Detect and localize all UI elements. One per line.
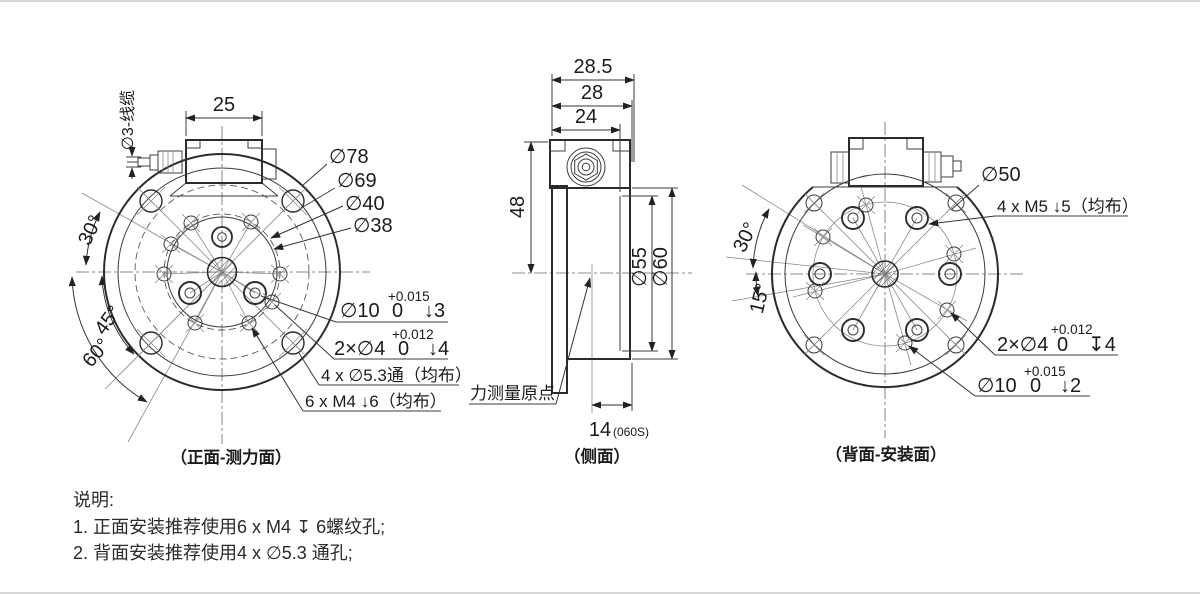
side-dim-14: 14 (060S): [589, 363, 649, 441]
front-circle-d38: [166, 216, 278, 328]
back-plug-body: [922, 151, 942, 183]
side-dim-48: 48: [507, 141, 548, 274]
front-cable-pin: [137, 157, 151, 167]
back-connector-assembly: [830, 137, 962, 187]
front-angle-60-label: 60°: [78, 334, 114, 371]
front-2d4-prefix: 2×∅4: [334, 338, 385, 360]
front-d10-depth: ↓3: [424, 300, 445, 322]
note-line-1: 1. 正面安装推荐使用6 x M4 ↧ 6螺纹孔;: [73, 517, 385, 537]
front-view: ∅3-线缆 25 ∅78 ∅69 ∅40 ∅38 30° 45° 6: [68, 90, 472, 467]
back-left-gland: [830, 151, 850, 184]
back-d10-depth: ↓2: [1060, 375, 1081, 397]
dim-14-text: 14: [589, 419, 611, 441]
front-2d4-tol-upper: +0.012: [392, 327, 434, 342]
dia-50-label: ∅50: [981, 164, 1021, 186]
back-2d4-tol-upper: +0.012: [1051, 322, 1093, 337]
side-view: 28.5 28 24 48 ∅55 ∅60: [469, 56, 692, 466]
force-origin-callout: 力测量原点: [469, 277, 592, 405]
back-view-caption: （背面-安装面）: [826, 444, 947, 464]
front-through-holes-callout: 4 x ∅5.3通（均布）: [321, 366, 472, 385]
back-angle-15-label: 15°: [746, 281, 775, 316]
dia-38-label: ∅38: [353, 215, 393, 237]
front-hole-callouts: +0.015 ∅10 0 ↓3 +0.012 2×∅4 0 ↓4 4 x ∅5.…: [251, 289, 472, 412]
back-d10-tol-lower: 0: [1030, 375, 1041, 397]
dim-48-text: 48: [507, 196, 529, 218]
front-2d4-depth: ↓4: [428, 338, 449, 360]
dia-55-label: ∅55: [629, 247, 651, 287]
back-view: 30° 15° ∅50 4 x M5 ↓5（均布） +0.012 2×∅4 0 …: [725, 122, 1139, 464]
back-2d4-depth: ↧4: [1088, 334, 1116, 356]
front-dim-25: 25: [185, 94, 263, 136]
front-right-gland: [261, 148, 277, 180]
back-2d4-prefix: 2×∅4: [997, 334, 1048, 356]
back-circle-outer-bolt: [784, 173, 986, 375]
front-angle-dims: 30° 45° 60°: [68, 211, 148, 403]
front-diameter-callouts: ∅78 ∅69 ∅40 ∅38: [270, 146, 393, 251]
front-d10-tol-upper: +0.015: [388, 289, 430, 304]
back-m5-callout: 4 x M5 ↓5（均布）: [997, 197, 1139, 216]
notes-block: 说明: 1. 正面安装推荐使用6 x M4 ↧ 6螺纹孔; 2. 背面安装推荐使…: [73, 490, 385, 563]
dia-78-label: ∅78: [329, 146, 369, 168]
front-d10-prefix: ∅10: [340, 300, 380, 322]
back-angle-dims: 30° 15°: [729, 208, 775, 316]
dia-69-label: ∅69: [337, 170, 377, 192]
back-plug-step: [940, 155, 954, 178]
front-thread-holes-callout: 6 x M4 ↓6（均布）: [305, 392, 447, 411]
dim-28-5-text: 28.5: [574, 56, 613, 78]
note-line-2: 2. 背面安装推荐使用4 x ∅5.3 通孔;: [73, 543, 353, 563]
side-main-body: [566, 187, 631, 360]
front-connector-assembly: [127, 139, 279, 197]
front-flange-outline: [103, 153, 341, 391]
side-body: [549, 139, 631, 394]
dim-24-text: 24: [575, 106, 597, 128]
front-plug-step: [149, 154, 159, 171]
back-circle-d50: [812, 201, 958, 347]
front-2d4-tol-lower: 0: [398, 338, 409, 360]
back-callouts: ∅50 4 x M5 ↓5（均布） +0.012 2×∅4 0 ↧4 +0.01…: [908, 164, 1139, 397]
dim-14-suffix: (060S): [613, 425, 649, 439]
side-view-caption: （侧面）: [564, 446, 630, 466]
force-origin-label: 力测量原点: [470, 384, 555, 403]
dia-40-label: ∅40: [345, 193, 385, 215]
dia-60-label: ∅60: [650, 247, 672, 287]
side-connector-box: [549, 139, 631, 189]
back-angle-30-label: 30°: [729, 219, 762, 256]
side-connector-face: [566, 147, 606, 187]
front-circle-d69: [117, 167, 327, 377]
side-diameter-dims: ∅55 ∅60: [622, 187, 678, 360]
dim-25-text: 25: [213, 94, 235, 116]
back-cable-pin: [952, 160, 962, 172]
back-d10-prefix: ∅10: [977, 375, 1017, 397]
dim-28-text: 28: [581, 82, 603, 104]
back-flange-outline: [771, 186, 999, 389]
front-bolt-circle-d40: [163, 213, 281, 331]
front-view-caption: （正面-测力面）: [171, 447, 292, 467]
front-angle-30-label: 30°: [74, 212, 107, 249]
back-2d4-tol-lower: 0: [1057, 334, 1068, 356]
side-top-dims: 28.5 28 24: [551, 56, 635, 192]
back-d10-tol-upper: +0.015: [1024, 364, 1066, 379]
back-center-hub: [871, 260, 899, 288]
front-center-hub: [206, 256, 238, 288]
side-front-flange-plate: [551, 185, 568, 394]
front-cable-dim: ∅3-线缆: [119, 90, 141, 179]
front-hidden-body-circle: [134, 184, 310, 360]
cable-label: ∅3-线缆: [119, 90, 137, 150]
front-d10-tol-lower: 0: [392, 300, 403, 322]
notes-title: 说明:: [73, 490, 114, 510]
